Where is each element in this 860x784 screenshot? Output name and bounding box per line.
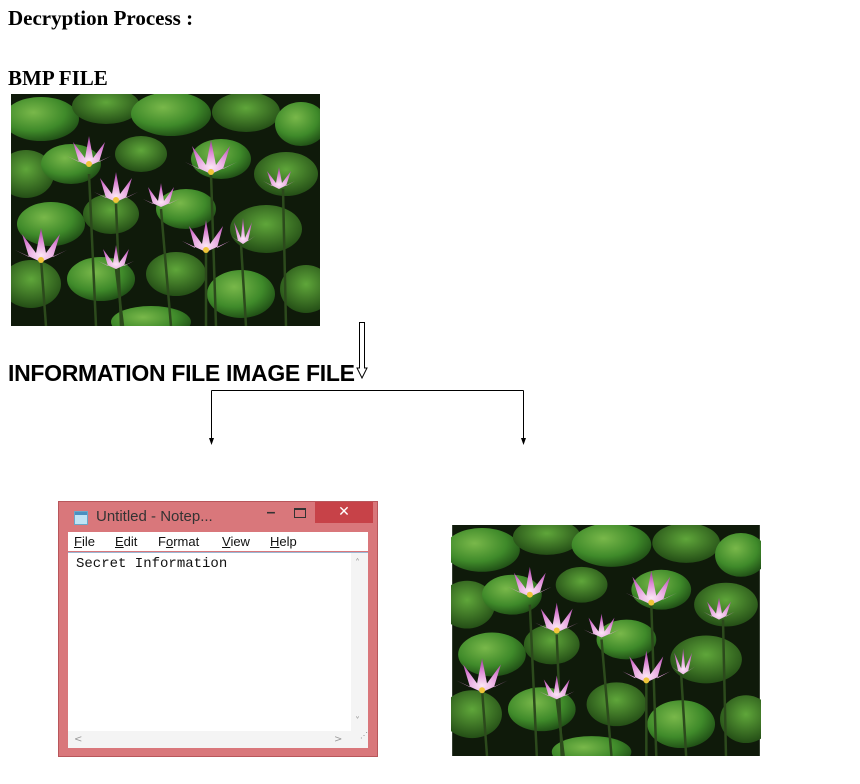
menu-format[interactable]: Format (158, 534, 200, 549)
menu-file[interactable]: File (74, 534, 95, 549)
scroll-left-icon[interactable]: < (74, 734, 83, 745)
scroll-right-icon[interactable]: > (334, 734, 343, 745)
arrowhead-right-icon (521, 438, 526, 445)
bmp-lotus-image (11, 94, 320, 326)
close-button[interactable]: ✕ (315, 502, 373, 523)
lotus-photo (11, 94, 320, 326)
menu-help[interactable]: Help (270, 534, 297, 549)
maximize-icon (294, 508, 306, 518)
horizontal-scrollbar[interactable]: < > (68, 731, 351, 748)
arrowhead-left-icon (209, 438, 214, 445)
notepad-app-icon (74, 511, 88, 525)
notepad-titlebar[interactable]: Untitled - Notep... – ✕ (59, 502, 377, 530)
resize-grip-icon[interactable]: ⋰ (351, 731, 368, 748)
notepad-window[interactable]: Untitled - Notep... – ✕ File Edit Format… (58, 501, 378, 757)
output-lotus-image (451, 525, 761, 756)
notepad-title: Untitled - Notep... (96, 508, 213, 525)
minimize-button[interactable]: – (266, 504, 276, 521)
notepad-content: Secret Information (76, 556, 228, 572)
notepad-text-area[interactable]: Secret Information ˄ ˅ < > ⋰ (68, 552, 368, 748)
scroll-down-icon[interactable]: ˅ (355, 716, 360, 727)
vertical-scrollbar[interactable]: ˄ ˅ (351, 553, 368, 731)
maximize-button[interactable] (287, 504, 313, 524)
page-title: Decryption Process : (8, 6, 194, 30)
bmp-file-label: BMP FILE (8, 66, 108, 90)
split-connector (211, 390, 524, 440)
menu-edit[interactable]: Edit (115, 534, 138, 549)
output-files-label: INFORMATION FILE IMAGE FILE (8, 360, 355, 386)
down-arrow-icon (356, 322, 368, 380)
lotus-photo-copy (451, 525, 761, 756)
scroll-up-icon[interactable]: ˄ (355, 558, 360, 569)
notepad-menubar: File Edit Format View Help (68, 532, 368, 551)
menu-view[interactable]: View (222, 534, 250, 549)
